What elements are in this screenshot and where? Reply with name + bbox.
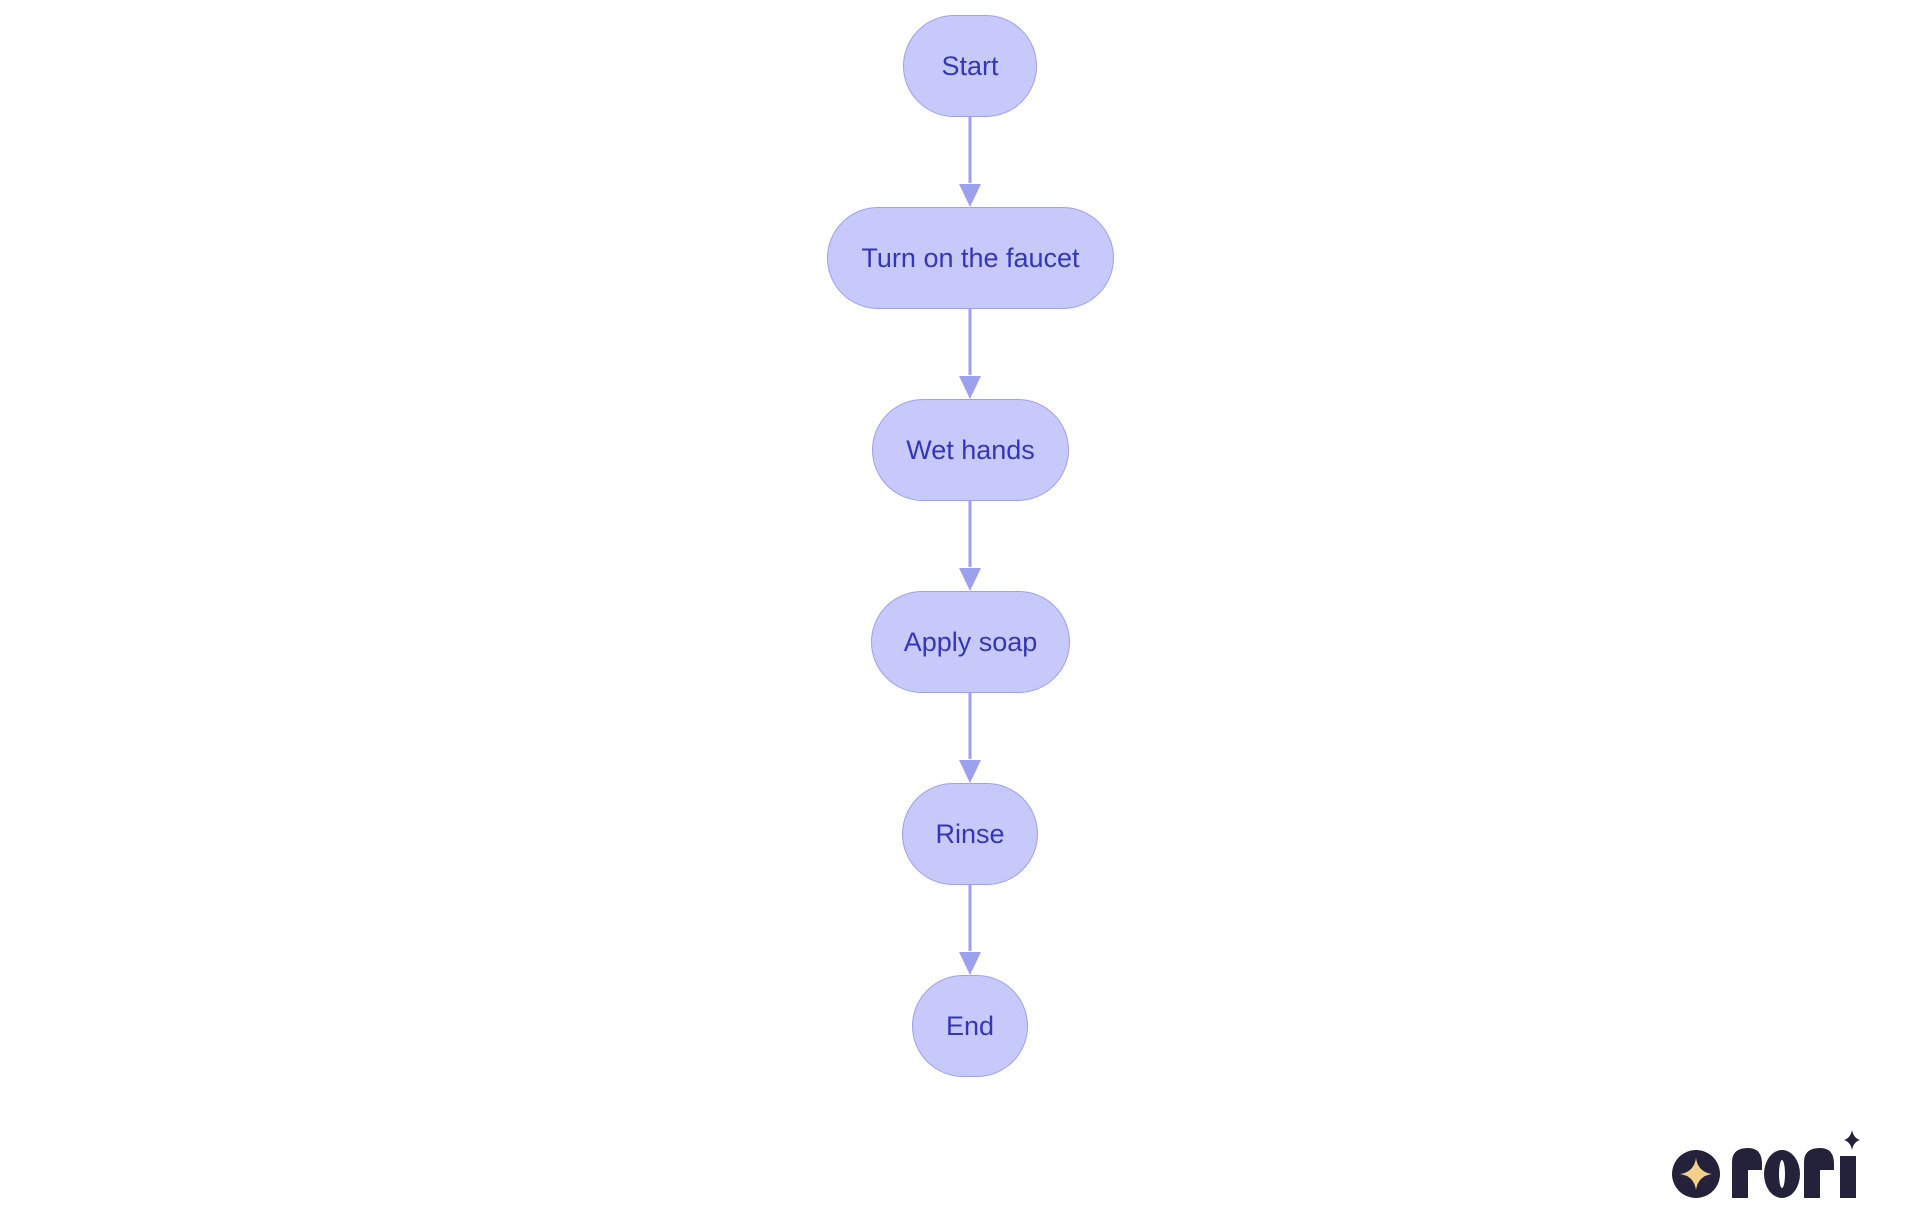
edge-soap-to-rinse (959, 693, 981, 783)
arrowhead-icon (959, 760, 981, 783)
node-rinse: Rinse (902, 783, 1038, 885)
node-start: Start (903, 15, 1037, 117)
arrowhead-icon (959, 568, 981, 591)
node-end: End (912, 975, 1028, 1077)
node-turn-on-faucet: Turn on the faucet (827, 207, 1114, 309)
rori-logo-icon (1672, 1130, 1860, 1198)
node-apply-soap: Apply soap (871, 591, 1070, 693)
arrowhead-icon (959, 952, 981, 975)
edge-rinse-to-end (959, 885, 981, 975)
edge-start-to-faucet (959, 117, 981, 207)
edge-faucet-to-wet (959, 309, 981, 399)
arrowhead-icon (959, 376, 981, 399)
arrowhead-icon (959, 184, 981, 207)
edge-wet-to-soap (959, 501, 981, 591)
node-wet-hands: Wet hands (872, 399, 1069, 501)
